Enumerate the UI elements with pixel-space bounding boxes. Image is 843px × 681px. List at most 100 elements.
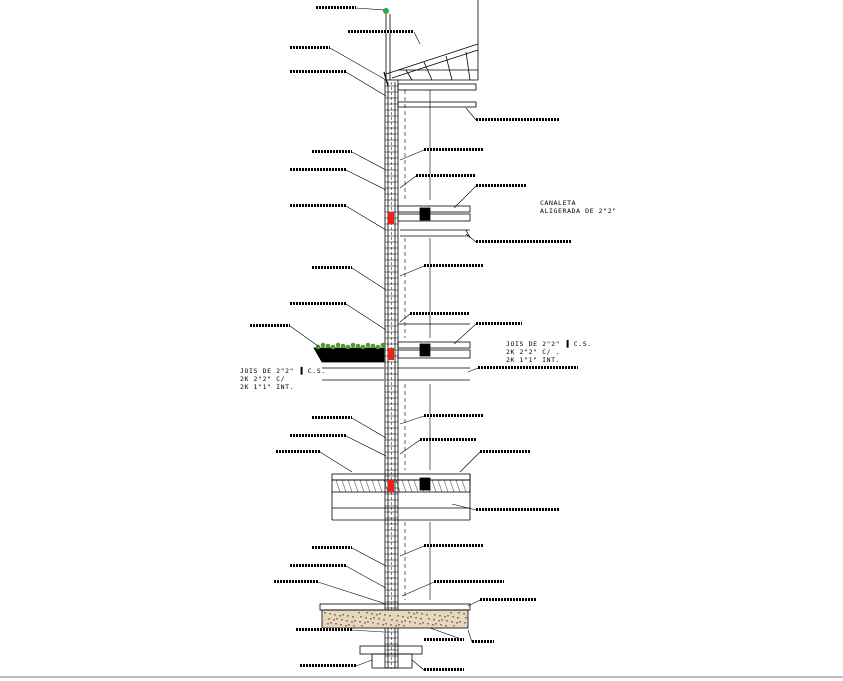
- annotation-block: [290, 70, 346, 73]
- plant-dot: [325, 343, 331, 349]
- slab-hatch-line: [347, 479, 353, 493]
- gravel-speck: [426, 614, 428, 616]
- gravel-speck: [379, 613, 381, 615]
- leader-line: [399, 545, 425, 557]
- plant-dot: [330, 344, 336, 350]
- leader-line: [345, 71, 387, 97]
- plant-dot: [360, 344, 366, 350]
- slab-hatch-line: [431, 479, 437, 493]
- slab-3-hatch: [335, 479, 467, 493]
- gravel-speck: [366, 612, 368, 614]
- slab-hatch-line: [461, 479, 467, 493]
- gravel-speck: [451, 621, 453, 623]
- gravel-speck: [378, 618, 380, 620]
- annotation-block: [476, 184, 526, 187]
- slab-hatch-line: [359, 479, 365, 493]
- annotation-block: [312, 266, 352, 269]
- annotation-block: [312, 416, 352, 419]
- annotation-block: [480, 450, 530, 453]
- gravel-speck: [435, 623, 437, 625]
- slab-hatch-line: [449, 479, 455, 493]
- leader-line: [319, 451, 353, 473]
- annotation-block: [424, 148, 484, 151]
- leader-line: [345, 565, 387, 589]
- gravel-speck: [377, 623, 379, 625]
- annotation-block: [476, 240, 572, 243]
- leader-line: [355, 659, 373, 667]
- annotation-block: [250, 324, 290, 327]
- gravel-speck: [403, 625, 405, 627]
- gravel-speck: [463, 613, 465, 615]
- slab-hatch-line: [407, 479, 413, 493]
- canaleta-highlight-3: [388, 480, 394, 492]
- label-joist-left-3: 2K 1"1" INT.: [240, 383, 295, 391]
- gravel-speck: [402, 616, 404, 618]
- slab-hatch-line: [443, 479, 449, 493]
- annotation-block: [476, 322, 522, 325]
- gravel-speck: [464, 622, 466, 624]
- leader-line: [465, 107, 477, 121]
- leader-line: [351, 267, 387, 291]
- gravel-speck: [465, 617, 467, 619]
- floor-slab-3: [331, 473, 471, 521]
- gravel-speck: [419, 623, 421, 625]
- gravel-speck: [414, 622, 416, 624]
- label-canaleta-2: ALIGERADA DE 2"2": [540, 207, 617, 215]
- leader-line: [351, 629, 385, 633]
- leader-line: [467, 367, 479, 373]
- gravel-speck: [422, 622, 424, 624]
- gravel-speck: [361, 625, 363, 627]
- slab-hatch-line: [455, 479, 461, 493]
- annotation-block: [434, 580, 504, 583]
- annotation-block: [348, 30, 414, 33]
- annotation-block: [424, 544, 484, 547]
- plant-dot: [315, 344, 321, 350]
- gravel-speck: [382, 624, 384, 626]
- leader-line: [467, 599, 481, 607]
- gravel-speck: [415, 617, 417, 619]
- leader-line: [399, 149, 425, 161]
- slab-hatch-line: [425, 479, 431, 493]
- annotation-block: [312, 150, 352, 153]
- gravel-speck: [376, 614, 378, 616]
- annotation-block: [290, 168, 346, 171]
- gravel-speck: [330, 622, 332, 624]
- gravel-speck: [329, 613, 331, 615]
- gravel-speck: [404, 620, 406, 622]
- foundation-gravel: [324, 612, 467, 627]
- annotation-block: [420, 438, 476, 441]
- plant-dot: [345, 344, 351, 350]
- gravel-speck: [416, 612, 418, 614]
- gravel-speck: [398, 624, 400, 626]
- plant-dot: [340, 343, 346, 349]
- plant-dot: [380, 342, 386, 348]
- annotation-block: [476, 118, 560, 121]
- gravel-speck: [447, 615, 449, 617]
- gravel-speck: [432, 624, 434, 626]
- annotation-block: [290, 302, 346, 305]
- gravel-speck: [358, 612, 360, 614]
- gravel-speck: [372, 622, 374, 624]
- leader-line: [451, 503, 477, 511]
- gravel-speck: [347, 615, 349, 617]
- roof: [383, 0, 479, 108]
- gravel-speck: [420, 618, 422, 620]
- leader-line: [351, 547, 387, 567]
- label-canaleta-1: CANALETA: [540, 199, 577, 207]
- annotation-block: [416, 174, 476, 177]
- planter-vegetation: [315, 342, 386, 350]
- annotation-block: [424, 264, 484, 267]
- floor-slab-2: [313, 323, 471, 381]
- gravel-speck: [345, 625, 347, 627]
- leader-line: [329, 47, 387, 81]
- gravel-speck: [342, 614, 344, 616]
- label-joist-right-2: 2K 2"2" C/ .: [506, 348, 561, 356]
- leader-line: [413, 31, 421, 45]
- interior-lines: [404, 90, 431, 600]
- annotation-block: [476, 508, 560, 511]
- gravel-speck: [444, 616, 446, 618]
- slab-hatch-line: [419, 479, 425, 493]
- gravel-speck: [340, 624, 342, 626]
- gravel-speck: [348, 624, 350, 626]
- annotation-block: [290, 46, 330, 49]
